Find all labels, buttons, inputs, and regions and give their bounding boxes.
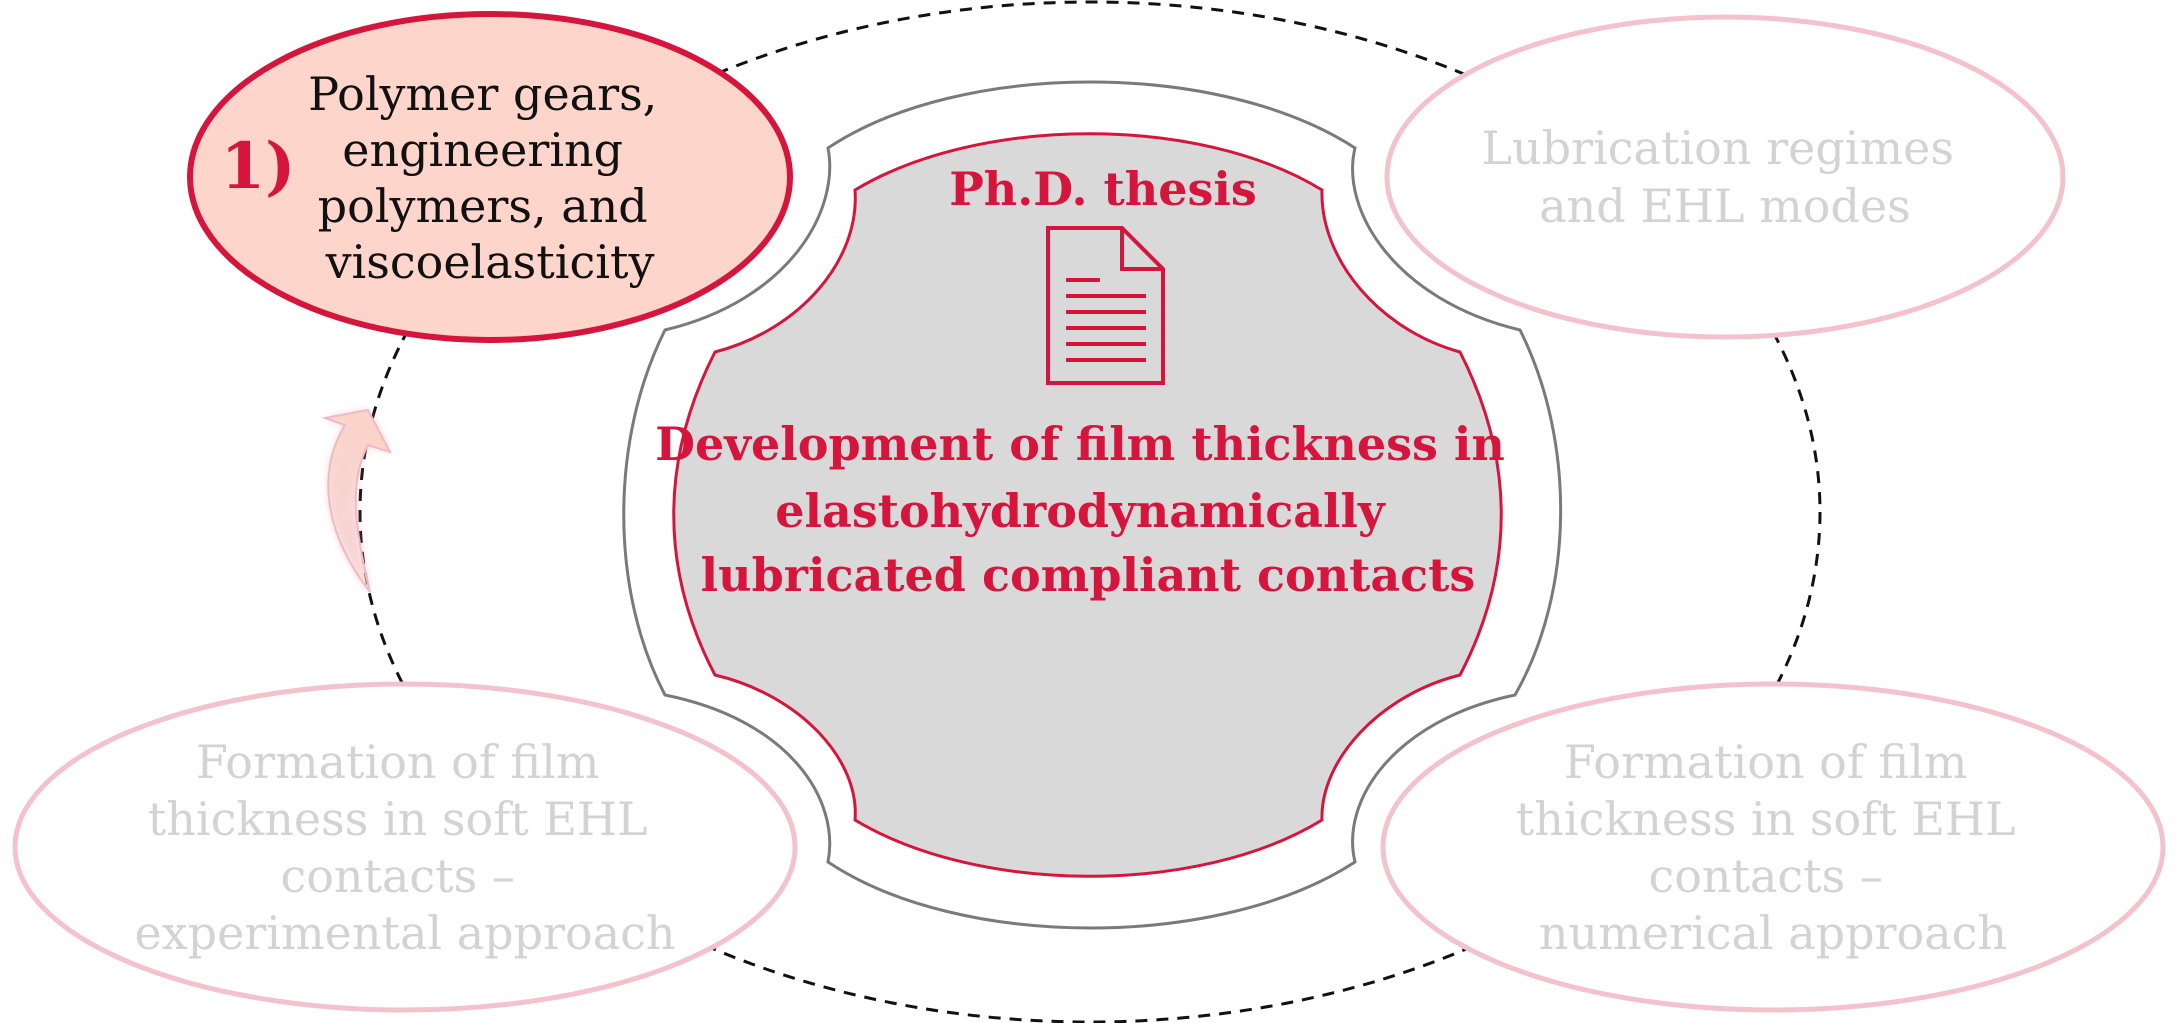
topic-3-oval — [12, 681, 798, 1013]
topic-4-line-3: contacts – — [1648, 849, 1882, 903]
topic-4-line-2: thickness in soft EHL — [1516, 792, 2016, 846]
topic-1-line-3: polymers, and — [318, 179, 648, 233]
dashed-orbit — [358, 0, 1822, 1023]
topic-1-number: 1) — [221, 129, 296, 204]
center-description: Development of film thickness in elastoh… — [655, 417, 1521, 602]
center-line-1: Development of film thickness in — [655, 417, 1505, 471]
topic-1-oval — [187, 11, 793, 343]
topic-2-label: Lubrication regimes and EHL modes — [1481, 121, 1968, 233]
center-core — [672, 132, 1503, 878]
topic-1-line-4: viscoelasticity — [325, 235, 655, 289]
topic-3-line-2: thickness in soft EHL — [148, 792, 648, 846]
topic-2-line-1: Lubrication regimes — [1481, 121, 1953, 175]
topic-4-line-4: numerical approach — [1539, 906, 2007, 960]
center-title: Ph.D. thesis — [949, 162, 1257, 216]
topic-3-label: Formation of film thickness in soft EHL … — [134, 735, 675, 960]
curved-arrow-up-icon — [321, 408, 393, 593]
center-line-2: elastohydrodynamically — [775, 484, 1386, 538]
topic-4-line-1: Formation of film — [1564, 735, 1968, 789]
topic-3-line-3: contacts – — [280, 849, 514, 903]
topic-2-oval — [1384, 14, 2066, 340]
topic-2-node[interactable]: Lubrication regimes and EHL modes — [1384, 14, 2066, 340]
topic-4-oval — [1380, 681, 2166, 1013]
topic-3-line-4: experimental approach — [134, 906, 675, 960]
topic-3-node[interactable]: Formation of film thickness in soft EHL … — [12, 681, 798, 1013]
topic-1-line-2: engineering — [342, 123, 623, 177]
topic-1-node[interactable]: 1) Polymer gears, engineering polymers, … — [187, 11, 793, 343]
document-icon — [1046, 226, 1165, 385]
topic-4-node[interactable]: Formation of film thickness in soft EHL … — [1380, 681, 2166, 1013]
topic-1-label: Polymer gears, engineering polymers, and… — [308, 67, 672, 289]
topic-4-label: Formation of film thickness in soft EHL … — [1516, 735, 2030, 960]
topic-1-line-1: Polymer gears, — [308, 67, 657, 121]
center-line-3: lubricated compliant contacts — [701, 548, 1476, 602]
topic-3-line-1: Formation of film — [196, 735, 600, 789]
topic-2-line-2: and EHL modes — [1539, 179, 1911, 233]
